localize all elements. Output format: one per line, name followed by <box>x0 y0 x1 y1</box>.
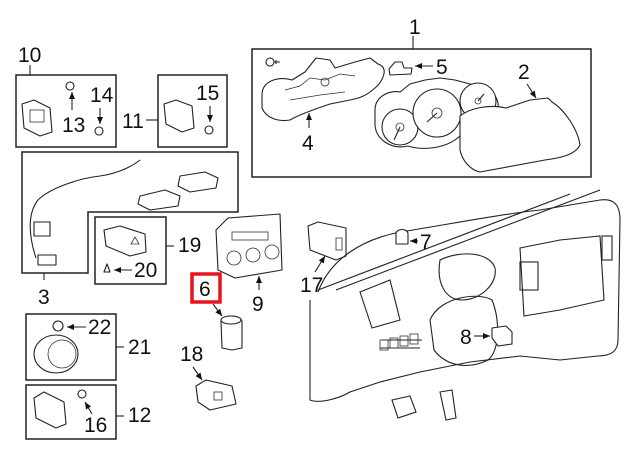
switch-part-17 <box>307 221 347 261</box>
callout-19: 19 <box>178 234 201 257</box>
headlamp-switch-part-21 <box>33 334 79 374</box>
switch-part-11 <box>163 99 195 133</box>
callout-4: 4 <box>302 132 314 155</box>
switch-group-19: 19 20 <box>94 216 201 285</box>
callout-21: 21 <box>128 336 151 359</box>
callout-20: 20 <box>134 259 157 282</box>
harness-group-3: 3 <box>21 151 239 309</box>
switch-part-10 <box>21 99 53 137</box>
screw-icon <box>265 57 280 67</box>
lamp-part <box>177 171 219 193</box>
switch-group-10: 10 13 14 <box>15 44 117 148</box>
highlighted-part-6: 6 <box>190 272 243 351</box>
highlight-box <box>190 272 222 304</box>
callout-9: 9 <box>252 293 264 316</box>
bracket-part-5 <box>388 61 413 76</box>
callout-6: 6 <box>199 278 211 301</box>
bulb-icon <box>94 126 104 136</box>
callout-17: 17 <box>300 274 323 297</box>
dashboard-illustration: 7 8 <box>309 189 621 421</box>
arrow-2 <box>526 83 537 99</box>
switch-group-21: 22 21 <box>25 313 151 381</box>
switch-part-8 <box>491 325 513 347</box>
bulb-part-7 <box>395 228 409 245</box>
callout-22: 22 <box>88 316 111 339</box>
callout-7: 7 <box>420 231 432 254</box>
clip-icon <box>103 263 111 273</box>
callout-1: 1 <box>409 16 421 39</box>
callout-18: 18 <box>180 343 203 366</box>
hazard-switch-part-19 <box>103 225 147 257</box>
callout-2: 2 <box>518 61 530 84</box>
callout-12: 12 <box>128 404 151 427</box>
callout-15: 15 <box>196 82 219 105</box>
lamp-part <box>137 189 181 211</box>
switch-group-11: 11 15 <box>122 74 228 148</box>
callout-14: 14 <box>90 84 114 107</box>
bulb-icon <box>77 389 87 399</box>
callout-5: 5 <box>436 56 448 79</box>
bulb-icon <box>204 125 214 135</box>
cluster-lens-part-2 <box>459 97 581 173</box>
callout-13: 13 <box>62 114 85 137</box>
clip-icon <box>65 81 75 91</box>
switch-part-18 <box>195 379 237 411</box>
switch-group-12: 16 12 <box>25 384 151 440</box>
callout-8: 8 <box>460 326 472 349</box>
callout-10: 10 <box>18 44 41 67</box>
callout-11: 11 <box>122 110 144 133</box>
cluster-back-housing-part-4 <box>261 57 385 122</box>
switch-part-12 <box>33 391 67 429</box>
callout-3: 3 <box>38 286 50 309</box>
switch-part-17-group: 17 <box>300 221 347 297</box>
switch-part-18-group: 18 <box>180 343 237 411</box>
cluster-assembly-group: 1 2 4 5 <box>251 16 592 178</box>
callout-16: 16 <box>84 414 107 437</box>
bulb-icon <box>52 320 64 332</box>
climate-control-part-9: 9 <box>215 213 283 316</box>
